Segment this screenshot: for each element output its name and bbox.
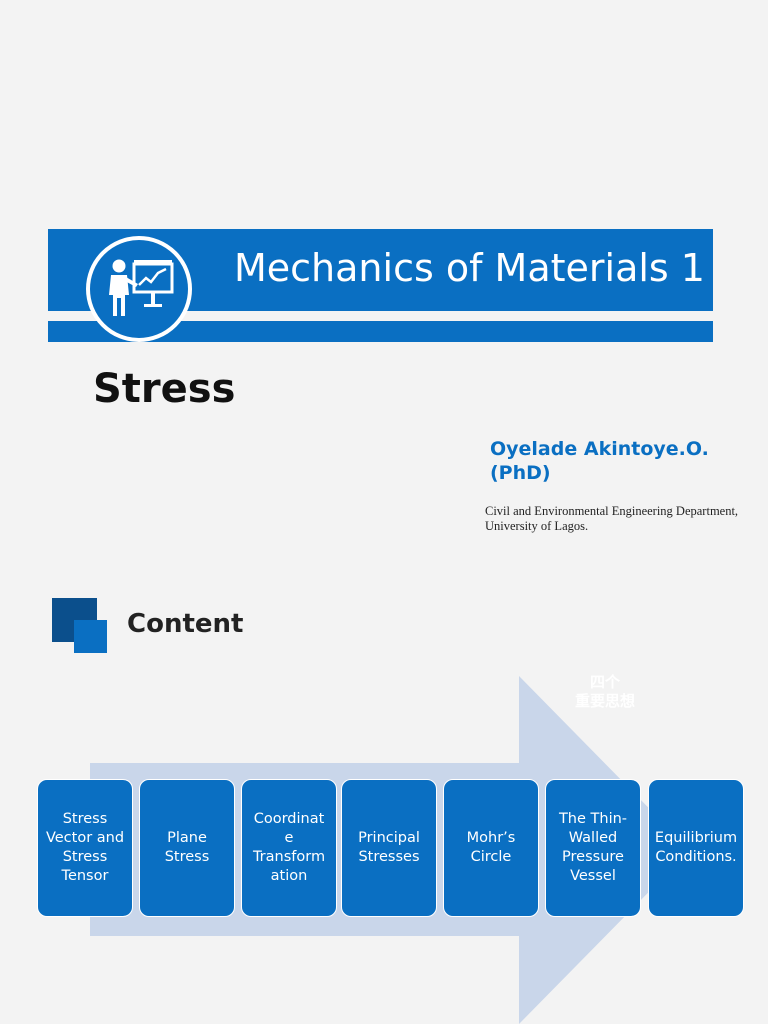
title-banner-underline <box>48 321 713 342</box>
content-item-box: Stress Vector and Stress Tensor <box>37 779 133 917</box>
content-item-box: The Thin- Walled Pressure Vessel <box>545 779 641 917</box>
overlay-annotation: 四个 重要思想 <box>574 673 635 710</box>
content-heading: Content <box>127 609 244 639</box>
content-item-box: Mohr’s Circle <box>443 779 539 917</box>
content-item-box: Equilibrium Conditions. <box>648 779 744 917</box>
content-item-box: Principal Stresses <box>341 779 437 917</box>
topic-heading: Stress <box>93 366 236 412</box>
content-item-box: Coordinat e Transform ation <box>241 779 337 917</box>
author-department: Civil and Environmental Engineering Depa… <box>485 504 739 533</box>
author-name: Oyelade Akintoye.O. (PhD) <box>490 438 709 484</box>
content-item-box: Plane Stress <box>139 779 235 917</box>
presentation-title: Mechanics of Materials 1 <box>234 246 705 290</box>
presenter-chart-icon <box>86 236 192 342</box>
content-bullet-square-front <box>74 620 107 653</box>
